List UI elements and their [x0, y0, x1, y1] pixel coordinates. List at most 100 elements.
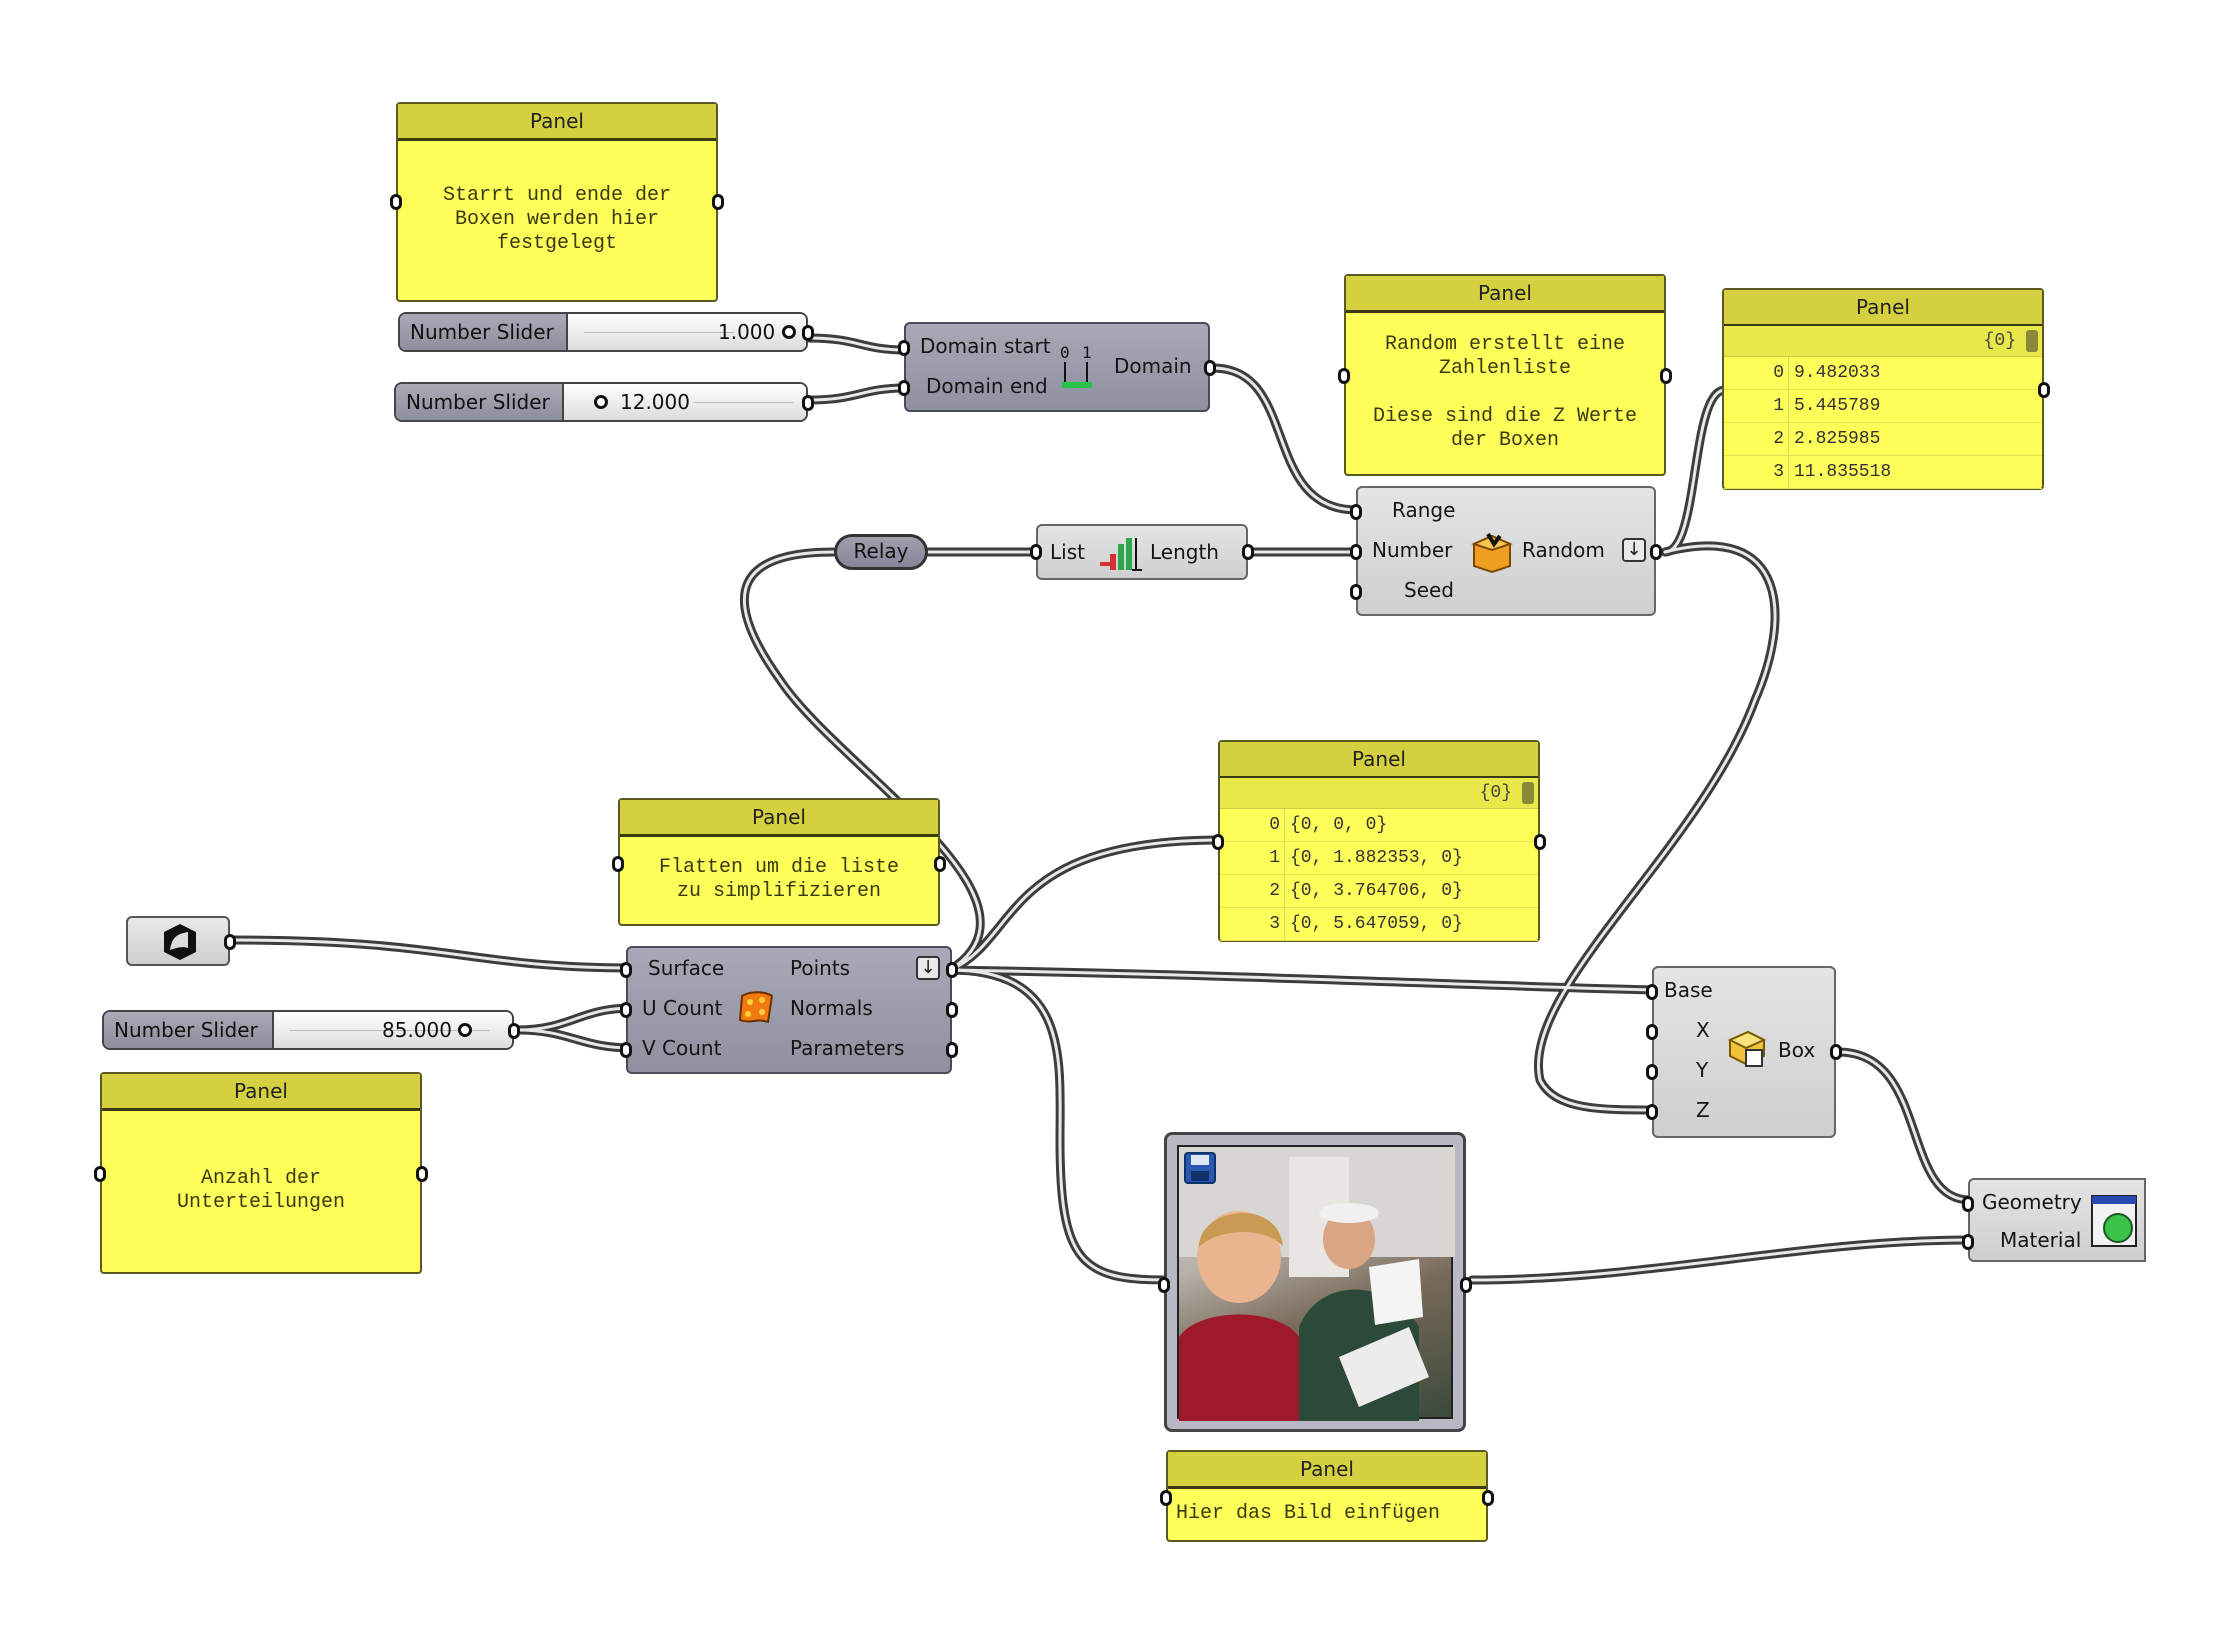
- input-port[interactable]: [620, 962, 632, 978]
- input-port[interactable]: [1338, 368, 1350, 384]
- output-label-length: Length: [1150, 540, 1219, 564]
- output-port[interactable]: [1242, 544, 1254, 560]
- input-port[interactable]: [620, 1002, 632, 1018]
- output-label-parameters: Parameters: [790, 1036, 905, 1060]
- row-separator: [1284, 875, 1285, 907]
- scrollbar[interactable]: [1522, 782, 1534, 804]
- divide-surface-component[interactable]: Surface U Count V Count Points Normals P…: [620, 946, 958, 1074]
- surface-icon: [164, 924, 196, 960]
- input-label-z: Z: [1696, 1098, 1710, 1122]
- input-port[interactable]: [898, 340, 910, 356]
- image-component[interactable]: [1158, 1132, 1472, 1432]
- panel-flatten-note[interactable]: Panel Flatten um die liste zu simplifizi…: [612, 798, 946, 926]
- random-component[interactable]: Range Number Seed Random ↓: [1350, 486, 1662, 616]
- row-value: {0, 3.764706, 0}: [1290, 881, 1463, 901]
- input-label-base: Base: [1664, 978, 1713, 1002]
- input-port[interactable]: [1158, 1277, 1170, 1293]
- output-port[interactable]: [1650, 544, 1662, 560]
- input-port[interactable]: [1350, 544, 1362, 560]
- custom-preview-component[interactable]: Geometry Material: [1962, 1178, 2146, 1262]
- output-port[interactable]: [802, 395, 814, 411]
- input-port[interactable]: [1030, 544, 1042, 560]
- input-port[interactable]: [1646, 1064, 1658, 1080]
- panel-points-values[interactable]: Panel {0} 0{0, 0, 0} 1{0, 1.882353, 0} 2…: [1212, 740, 1546, 942]
- slider-knob[interactable]: [458, 1023, 472, 1037]
- row-index: 1: [1269, 848, 1280, 868]
- row-separator: [1788, 456, 1789, 488]
- output-port[interactable]: [508, 1023, 520, 1039]
- row-index: 0: [1269, 815, 1280, 835]
- input-label-range: Range: [1392, 498, 1456, 522]
- list-length-component[interactable]: List Length: [1030, 524, 1254, 580]
- input-port[interactable]: [612, 856, 624, 872]
- input-port[interactable]: [1646, 984, 1658, 1000]
- download-icon[interactable]: ↓: [916, 956, 940, 980]
- row-value: 2.825985: [1794, 429, 1881, 449]
- number-slider-count[interactable]: Number Slider 85.000: [102, 1010, 520, 1050]
- input-port[interactable]: [1646, 1104, 1658, 1120]
- divide-surface-icon: [738, 991, 774, 1024]
- surface-parameter[interactable]: [126, 916, 236, 966]
- output-port[interactable]: [1482, 1490, 1494, 1506]
- slider-name: Number Slider: [104, 1012, 274, 1048]
- panel-image-note[interactable]: Panel Hier das Bild einfügen: [1160, 1450, 1494, 1542]
- output-port[interactable]: [2038, 382, 2050, 398]
- row-index: 1: [1773, 396, 1784, 416]
- input-port[interactable]: [1350, 584, 1362, 600]
- output-port[interactable]: [416, 1166, 428, 1182]
- box-icon: [1727, 1030, 1767, 1067]
- download-icon[interactable]: ↓: [1622, 538, 1646, 562]
- output-port[interactable]: [1660, 368, 1672, 384]
- output-label-box: Box: [1778, 1038, 1816, 1062]
- relay-component[interactable]: Relay: [834, 534, 928, 570]
- construct-domain-component[interactable]: Domain start Domain end 0 1 Domain: [898, 322, 1216, 412]
- output-label-points: Points: [790, 956, 851, 980]
- input-label-list: List: [1050, 540, 1085, 564]
- input-port[interactable]: [898, 380, 910, 396]
- number-slider-domain-end[interactable]: Number Slider 12.000: [394, 382, 814, 422]
- save-icon[interactable]: [1183, 1151, 1217, 1185]
- input-label-number: Number: [1372, 538, 1453, 562]
- slider-track[interactable]: 12.000: [564, 384, 806, 420]
- scrollbar[interactable]: [2026, 330, 2038, 352]
- panel-count-note[interactable]: Panel Anzahl der Unterteilungen: [94, 1072, 428, 1274]
- slider-knob[interactable]: [594, 395, 608, 409]
- input-label-surface: Surface: [648, 956, 725, 980]
- row-separator: [1284, 842, 1285, 874]
- output-port[interactable]: [946, 1002, 958, 1018]
- input-port[interactable]: [1646, 1024, 1658, 1040]
- panel-random-note[interactable]: Panel Random erstellt eine Zahlenliste D…: [1338, 274, 1672, 476]
- output-port[interactable]: [1460, 1277, 1472, 1293]
- output-port[interactable]: [802, 325, 814, 341]
- output-port[interactable]: [224, 934, 236, 950]
- output-port[interactable]: [1830, 1044, 1842, 1060]
- input-port[interactable]: [390, 194, 402, 210]
- output-port[interactable]: [946, 962, 958, 978]
- panel-title: Panel: [1220, 742, 1538, 779]
- input-port[interactable]: [1962, 1196, 1974, 1212]
- box-component[interactable]: Base X Y Z Box: [1646, 966, 1842, 1138]
- input-port[interactable]: [1160, 1490, 1172, 1506]
- panel-text: Random erstellt eine Zahlenliste Diese s…: [1372, 333, 1638, 452]
- row-separator: [1284, 908, 1285, 940]
- output-port[interactable]: [712, 194, 724, 210]
- input-port[interactable]: [94, 1166, 106, 1182]
- panel-text: Starrt und ende der Boxen werden hier fe…: [442, 184, 672, 255]
- slider-track[interactable]: 85.000: [274, 1012, 512, 1048]
- input-port[interactable]: [620, 1042, 632, 1058]
- input-port[interactable]: [1212, 834, 1224, 850]
- input-port[interactable]: [1962, 1234, 1974, 1250]
- output-port[interactable]: [946, 1042, 958, 1058]
- slider-knob[interactable]: [782, 325, 796, 339]
- panel-domain-note[interactable]: Panel Starrt und ende der Boxen werden h…: [390, 102, 724, 302]
- number-slider-domain-start[interactable]: Number Slider 1.000: [398, 312, 814, 352]
- output-port[interactable]: [1204, 360, 1216, 376]
- slider-track[interactable]: 1.000: [568, 314, 806, 350]
- output-port[interactable]: [1534, 834, 1546, 850]
- slider-value: 1.000: [718, 320, 776, 344]
- input-port[interactable]: [1350, 504, 1362, 520]
- output-port[interactable]: [934, 856, 946, 872]
